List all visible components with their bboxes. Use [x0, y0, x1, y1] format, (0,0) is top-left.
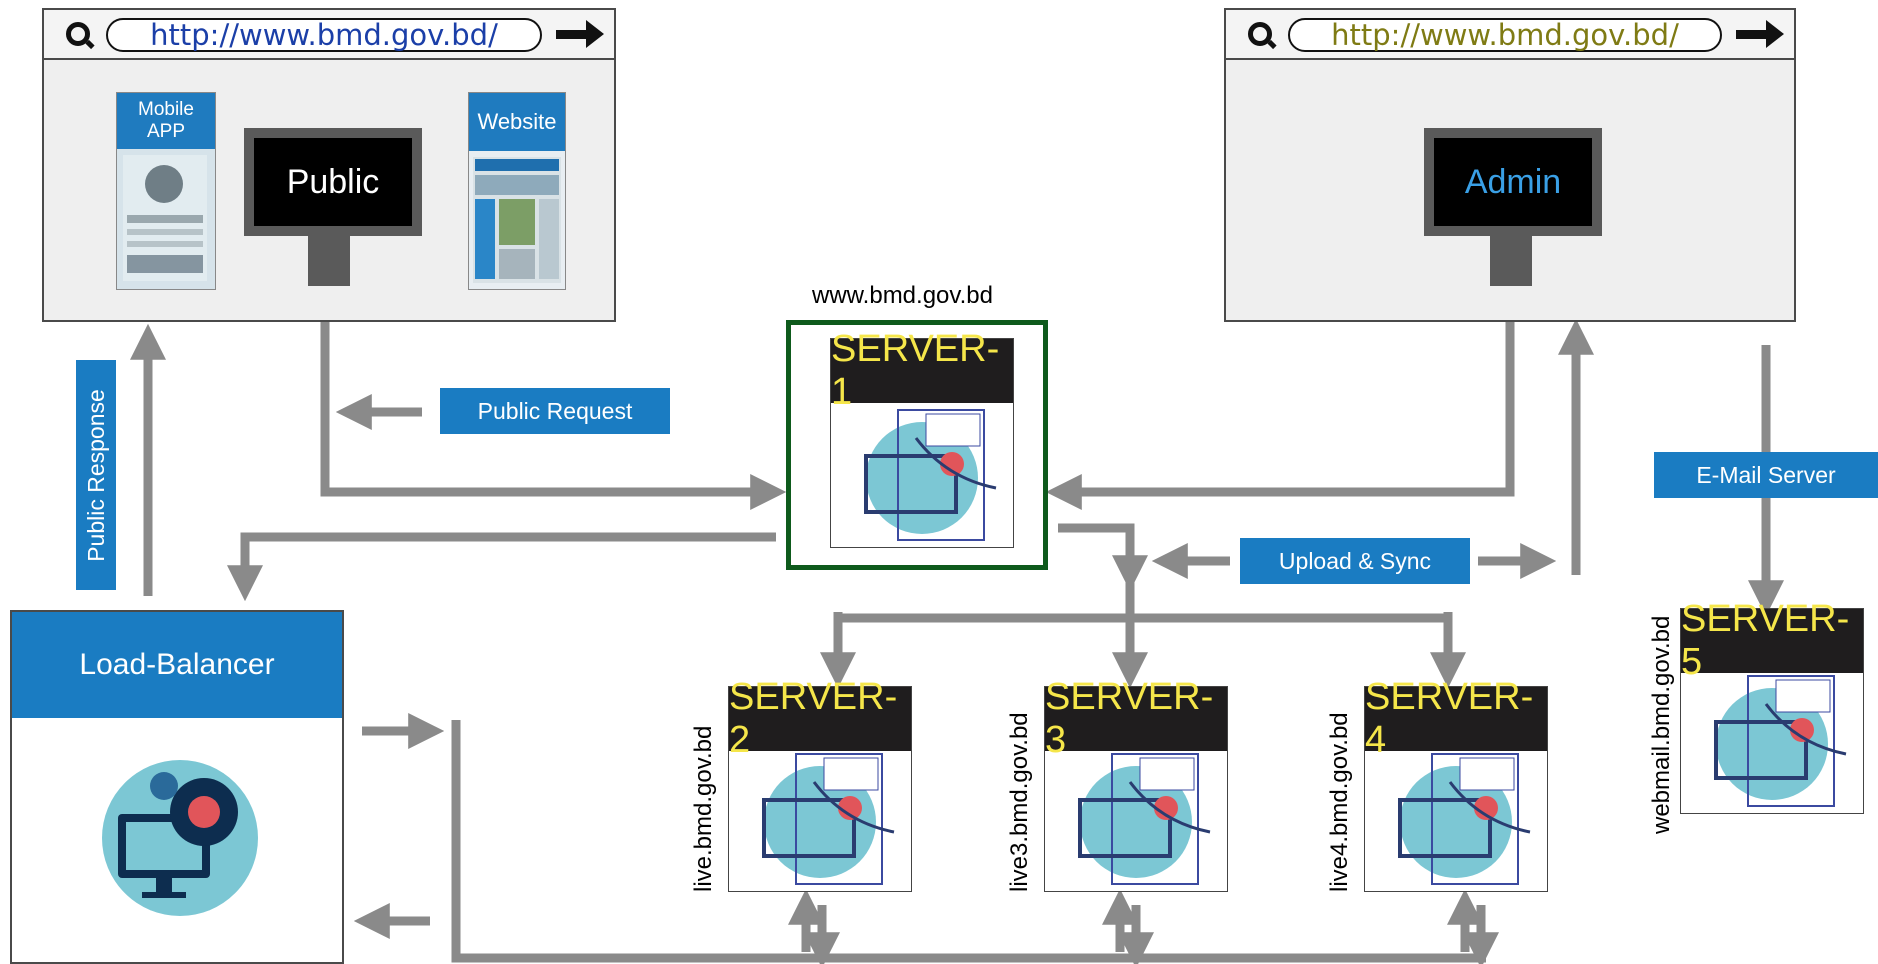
server-3-domain-label: live3.bmd.gov.bd [1006, 712, 1033, 892]
public-response-text: Public Response [82, 388, 109, 562]
server-4-domain-label: live4.bmd.gov.bd [1326, 712, 1353, 892]
mobile-app-label: Mobile APP [117, 93, 215, 149]
server-5-title: SERVER-5 [1681, 598, 1863, 683]
server-4-title: SERVER-4 [1365, 676, 1547, 761]
server-1-frame [786, 320, 1048, 570]
mobile-app-screenshot [123, 155, 207, 281]
admin-url-field[interactable]: http://www.bmd.gov.bd/ [1288, 18, 1722, 52]
public-response-tag: Public Response [76, 360, 116, 590]
public-url-field[interactable]: http://www.bmd.gov.bd/ [106, 18, 542, 52]
search-icon[interactable] [66, 22, 90, 46]
public-screen-label: Public [254, 138, 412, 226]
public-monitor: Public [244, 128, 422, 236]
server-3-title: SERVER-3 [1045, 676, 1227, 761]
website-screenshot [473, 157, 561, 283]
website-device: Website [468, 92, 566, 290]
public-browser-address-bar: http://www.bmd.gov.bd/ [44, 10, 614, 60]
bmd-logo-icon [1078, 753, 1211, 885]
admin-browser-address-bar: http://www.bmd.gov.bd/ [1226, 10, 1794, 60]
load-balancer: Load-Balancer [10, 610, 344, 964]
computer-gear-icon [102, 760, 258, 916]
upload-sync-tag: Upload & Sync [1240, 538, 1470, 584]
server-2-title: SERVER-2 [729, 676, 911, 761]
mobile-app-device: Mobile APP [116, 92, 216, 290]
mobile-app-label-line2: APP [146, 121, 186, 142]
server-2-domain-label: live.bmd.gov.bd [690, 725, 717, 892]
public-browser-window: http://www.bmd.gov.bd/ Mobile APP Public… [42, 8, 616, 322]
public-monitor-stand [308, 236, 350, 286]
bmd-logo-icon [762, 753, 895, 885]
public-request-tag: Public Request [440, 388, 670, 434]
go-arrow-icon[interactable] [556, 20, 604, 48]
admin-monitor: Admin [1424, 128, 1602, 236]
go-arrow-icon[interactable] [1736, 20, 1784, 48]
search-icon[interactable] [1248, 22, 1272, 46]
bmd-logo-icon [864, 409, 997, 541]
bmd-logo-icon [1398, 753, 1531, 885]
bmd-logo-icon [1714, 675, 1847, 807]
server-1-domain-label: www.bmd.gov.bd [812, 282, 993, 309]
weather-dial-icon [145, 165, 183, 203]
mobile-app-label-line1: Mobile [138, 99, 194, 120]
email-server-tag: E-Mail Server [1654, 452, 1878, 498]
admin-monitor-stand [1490, 236, 1532, 286]
load-balancer-label: Load-Balancer [12, 612, 342, 718]
server-1-title: SERVER-1 [831, 328, 1013, 413]
server-5-domain-label: webmail.bmd.gov.bd [1648, 615, 1675, 834]
admin-screen-label: Admin [1434, 138, 1592, 226]
admin-browser-window: http://www.bmd.gov.bd/ Admin [1224, 8, 1796, 322]
website-label: Website [469, 93, 565, 151]
